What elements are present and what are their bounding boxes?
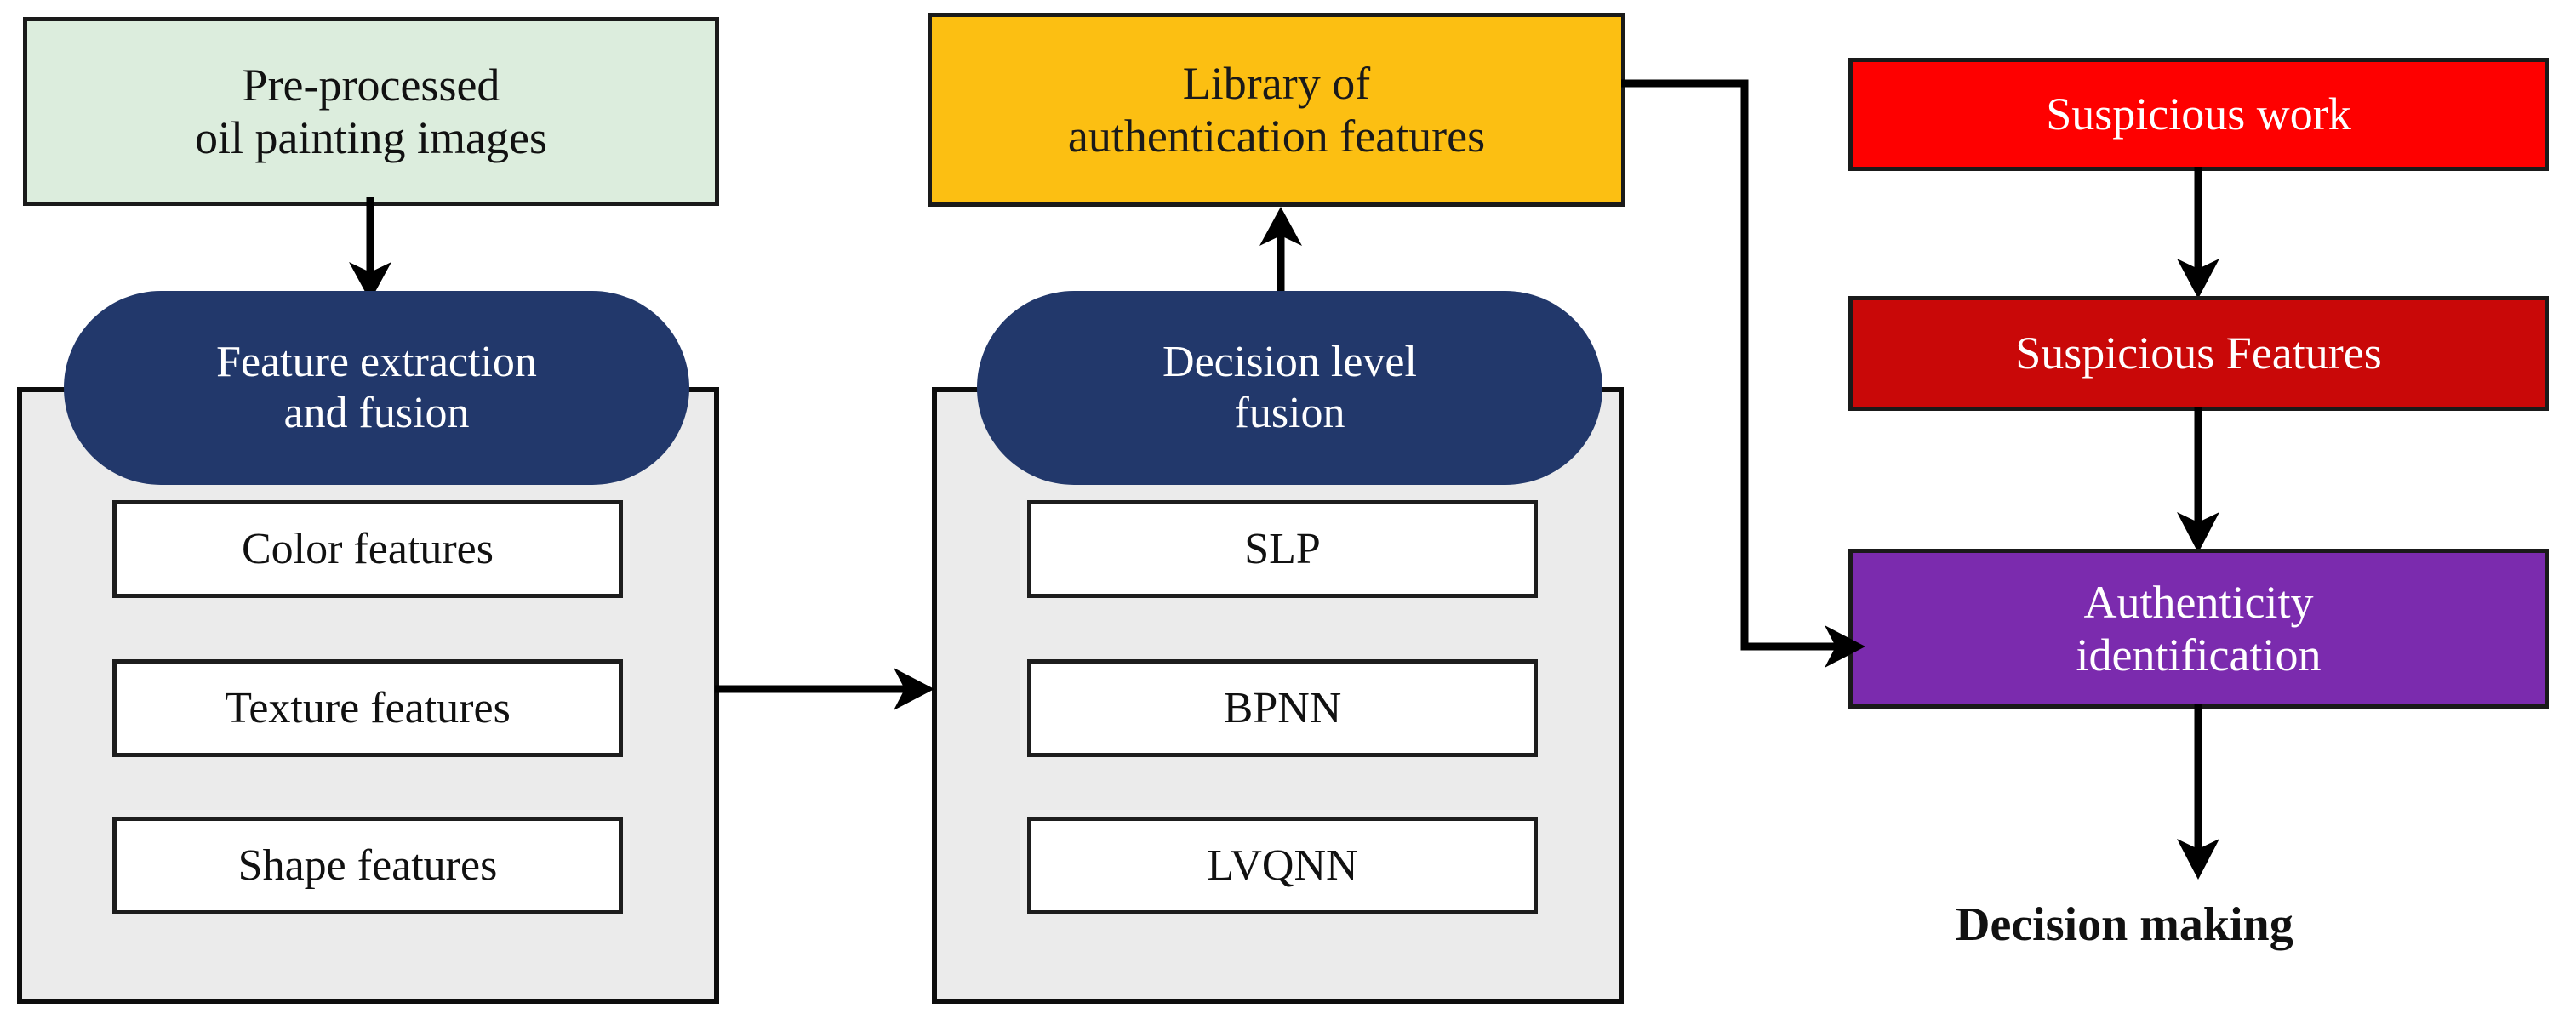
library-box-line1: Library of	[1182, 57, 1371, 109]
feature-extraction-line1: Feature extraction	[216, 338, 537, 387]
preprocessed-images-line1: Pre-processed	[242, 59, 500, 111]
feature-item-color-label: Color features	[241, 525, 494, 573]
arrow-source-to-feature-extraction	[340, 197, 408, 304]
decision-making-caption: Decision making	[1956, 898, 2293, 951]
suspicious-work-label: Suspicious work	[2046, 88, 2351, 140]
library-box-line2: authentication features	[1067, 111, 1486, 162]
arrow-features-to-authenticity	[2166, 407, 2234, 555]
feature-extraction-line2: and fusion	[283, 389, 470, 437]
elbow-library-to-authenticity	[1617, 68, 1872, 681]
authenticity-identification-box: Authenticity identification	[1848, 549, 2549, 709]
suspicious-features-label: Suspicious Features	[2015, 328, 2382, 379]
preprocessed-images-line2: oil painting images	[195, 112, 547, 163]
feature-item-shape: Shape features	[112, 817, 623, 914]
authenticity-line2: identification	[2076, 629, 2322, 681]
classifier-item-bpnn-label: BPNN	[1223, 684, 1342, 732]
feature-item-color: Color features	[112, 500, 623, 598]
classifier-item-slp: SLP	[1027, 500, 1538, 598]
classifier-item-bpnn: BPNN	[1027, 659, 1538, 757]
feature-item-texture: Texture features	[112, 659, 623, 757]
suspicious-features-box: Suspicious Features	[1848, 296, 2549, 411]
classifier-item-slp-label: SLP	[1244, 525, 1321, 573]
decision-fusion-line1: Decision level	[1162, 338, 1417, 387]
suspicious-work-box: Suspicious work	[1848, 58, 2549, 171]
classifier-item-lvqnn: LVQNN	[1027, 817, 1538, 914]
classifier-item-lvqnn-label: LVQNN	[1207, 841, 1358, 890]
authenticity-line1: Authenticity	[2083, 576, 2314, 628]
arrow-feature-group-to-fusion-group	[715, 655, 938, 723]
arrow-authenticity-to-decision	[2166, 704, 2234, 883]
feature-extraction-stage-box: Feature extraction and fusion	[64, 291, 689, 485]
preprocessed-images-box: Pre-processed oil painting images	[23, 17, 719, 206]
arrow-work-to-features	[2166, 167, 2234, 301]
feature-item-shape-label: Shape features	[237, 841, 498, 890]
decision-level-fusion-stage-box: Decision level fusion	[977, 291, 1602, 485]
library-of-authentication-features-box: Library of authentication features	[928, 13, 1625, 207]
feature-item-texture-label: Texture features	[225, 684, 511, 732]
decision-fusion-line2: fusion	[1234, 389, 1345, 437]
